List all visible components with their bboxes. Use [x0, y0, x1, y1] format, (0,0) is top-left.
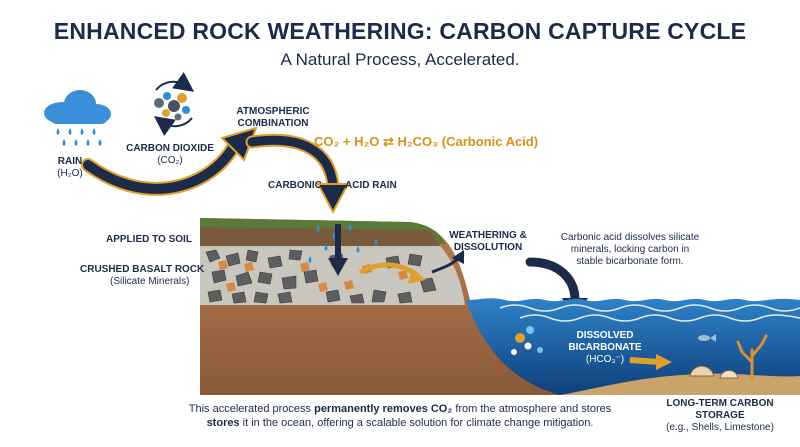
dissolution-label: DISSOLUTION — [453, 242, 523, 253]
atmospheric-label: ATMOSPHERIC — [236, 106, 310, 117]
coral-icon — [736, 334, 768, 380]
page-subtitle: A Natural Process, Accelerated. — [280, 50, 520, 69]
cloud-icon — [44, 90, 111, 124]
shell-icon — [689, 365, 739, 379]
carbonic-acid-equation: CO₂ + H₂O ⇄ H₂CO₃ (Carbonic Acid) — [314, 134, 539, 149]
carbonic-label: CARBONIC — [268, 180, 322, 191]
co2-label: CARBON DIOXIDE — [126, 143, 214, 154]
applied-to-soil-label: APPLIED TO SOIL — [106, 234, 192, 245]
co2-formula: (CO₂) — [157, 155, 183, 166]
summary-text: This accelerated process permanently rem… — [150, 402, 650, 430]
bicarbonate-label: BICARBONATE — [568, 342, 642, 353]
rain-formula: (H₂O) — [57, 168, 83, 179]
storage-label-1: LONG-TERM CARBON — [666, 398, 774, 409]
note-to-ocean-arrow — [525, 257, 580, 305]
rain-label: RAIN — [57, 156, 83, 167]
fish-icon — [698, 334, 716, 342]
ocean — [466, 298, 800, 395]
acid-rain-label: ACID RAIN — [345, 180, 397, 191]
rain-drops-icon — [56, 128, 102, 146]
page-title: ENHANCED ROCK WEATHERING: CARBON CAPTURE… — [53, 18, 747, 44]
summary-line-1: This accelerated process permanently rem… — [188, 403, 612, 415]
dissolved-label: DISSOLVED — [576, 330, 634, 341]
seabed — [560, 373, 800, 395]
weathering-note-1: Carbonic acid dissolves silicate — [560, 232, 700, 243]
bicarbonate-molecule-icon — [511, 326, 543, 355]
combination-label: COMBINATION — [237, 118, 309, 129]
acid-drops-icon — [308, 224, 378, 263]
basalt-rocks — [205, 249, 437, 304]
storage-label-2: STORAGE — [695, 410, 745, 421]
basalt-label: CRUSHED BASALT ROCK — [80, 264, 205, 275]
co2-molecule-icon — [153, 72, 195, 136]
storage-sublabel: (e.g., Shells, Limestone) — [666, 422, 774, 433]
weathering-label: WEATHERING & — [449, 230, 527, 241]
weathering-note-3: stable bicarbonate form. — [576, 256, 684, 267]
bicarbonate-formula: (HCO₃⁻) — [585, 354, 625, 365]
storage-arrow — [629, 357, 661, 365]
weathering-note-2: minerals, locking carbon in — [570, 244, 690, 255]
summary-line-2: stores it in the ocean, offering a scala… — [206, 417, 594, 429]
basalt-sublabel: (Silicate Minerals) — [110, 276, 190, 287]
